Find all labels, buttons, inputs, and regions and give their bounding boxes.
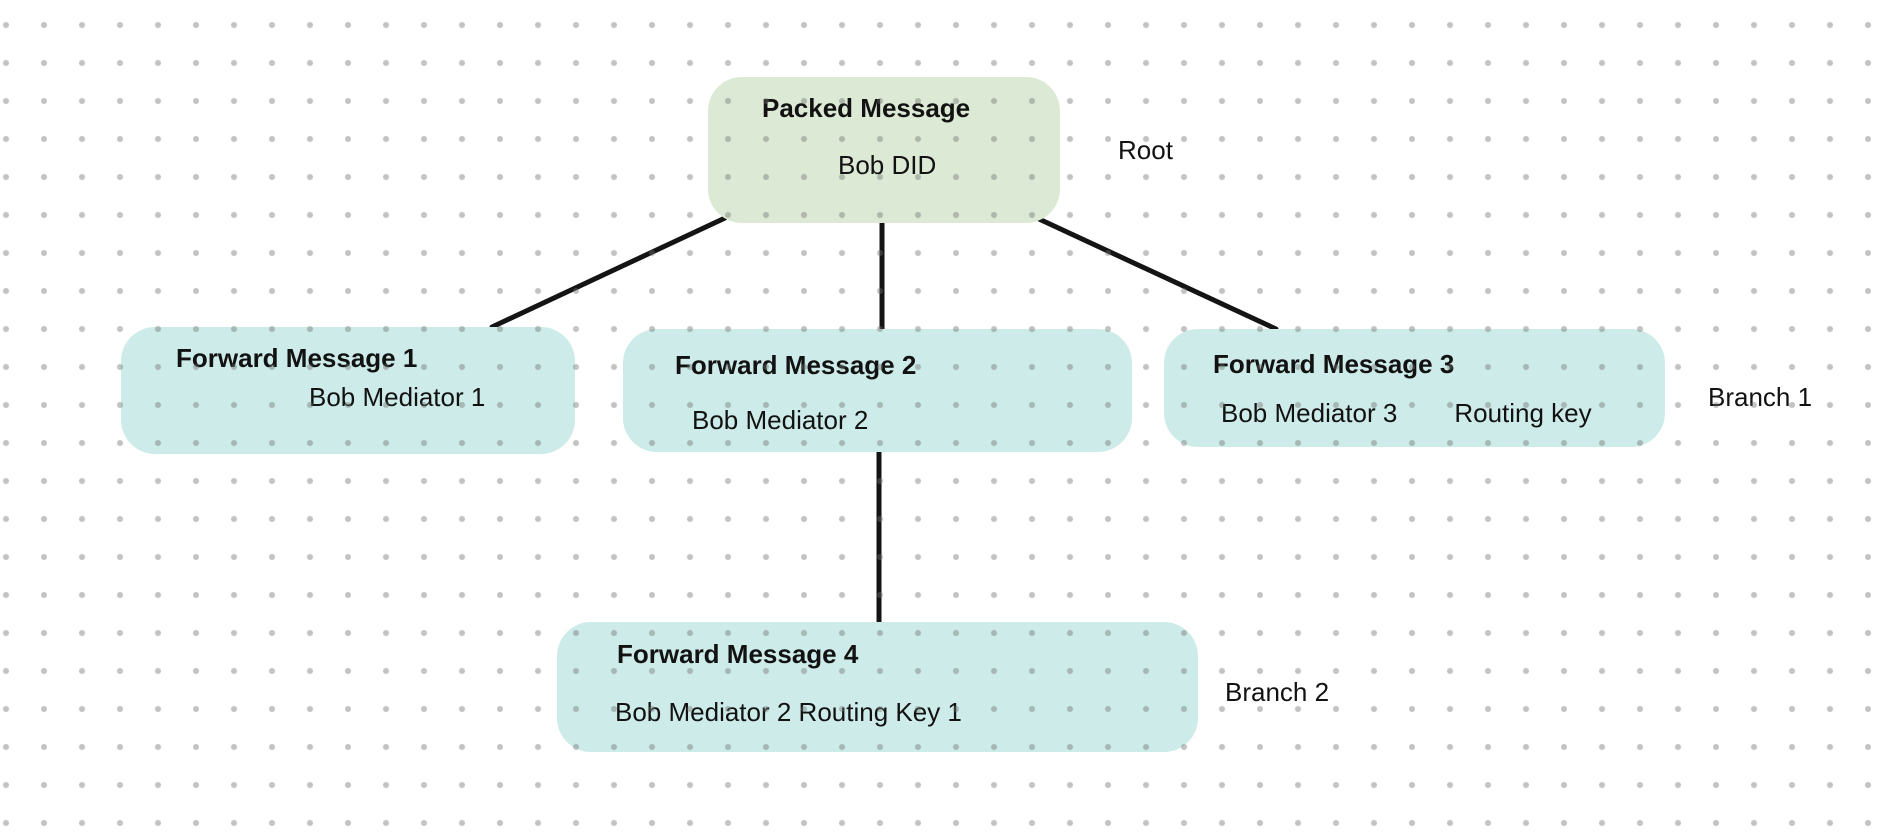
node-subtitle: Bob DID bbox=[838, 150, 937, 180]
node-title: Forward Message 2 bbox=[675, 350, 917, 380]
node-forward-message-2[interactable]: Forward Message 2 Bob Mediator 2 bbox=[623, 329, 1132, 452]
label-branch-1[interactable]: Branch 1 bbox=[1708, 382, 1813, 412]
node-packed-message[interactable]: Packed Message Bob DID bbox=[708, 77, 1060, 223]
node-forward-message-3[interactable]: Forward Message 3 Bob Mediator 3 Routing … bbox=[1164, 329, 1665, 447]
node-title: Forward Message 1 bbox=[176, 343, 418, 373]
node-subtitle-routing-key: Routing key bbox=[1454, 398, 1592, 428]
node-subtitle-mediator: Bob Mediator 3 bbox=[1221, 398, 1398, 428]
node-forward-message-4[interactable]: Forward Message 4 Bob Mediator 2 Routing… bbox=[557, 622, 1198, 752]
label-root[interactable]: Root bbox=[1118, 135, 1173, 165]
edge-root-to-fwd1[interactable] bbox=[489, 215, 728, 330]
label-branch-2[interactable]: Branch 2 bbox=[1225, 677, 1330, 707]
node-subtitle: Bob Mediator 2 bbox=[692, 405, 869, 435]
node-title: Forward Message 3 bbox=[1213, 349, 1455, 379]
node-subtitle: Bob Mediator 1 bbox=[309, 382, 486, 412]
node-title: Forward Message 4 bbox=[617, 639, 859, 669]
node-forward-message-1[interactable]: Forward Message 1 Bob Mediator 1 bbox=[121, 327, 575, 454]
edge-root-to-fwd3[interactable] bbox=[1036, 216, 1279, 332]
node-subtitle: Bob Mediator 3 Routing key bbox=[1221, 399, 1592, 427]
node-subtitle: Bob Mediator 2 Routing Key 1 bbox=[615, 697, 962, 727]
node-title: Packed Message bbox=[762, 93, 971, 123]
